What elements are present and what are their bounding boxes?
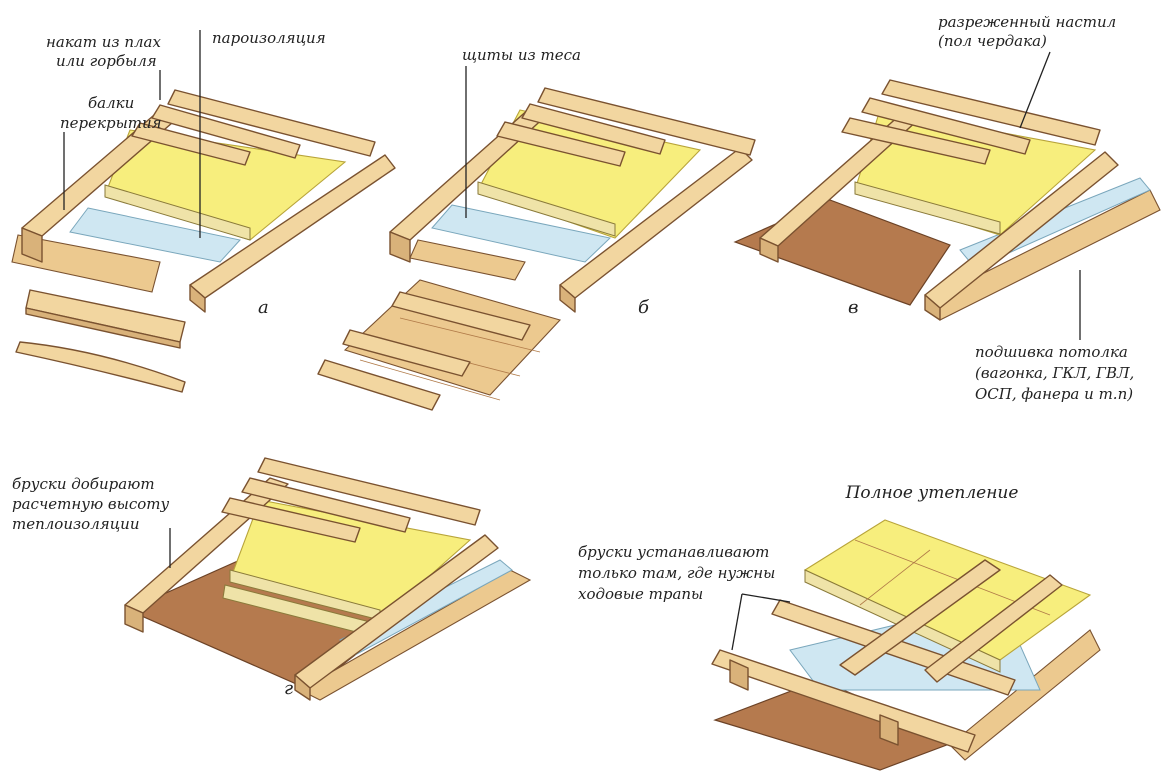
- panel-g: г: [124, 457, 532, 701]
- letter-g: г: [284, 678, 293, 699]
- label-shchity: щиты из теса: [462, 46, 581, 64]
- panel-a: а: [11, 89, 396, 393]
- label-polnoe: Полное утепление: [845, 483, 1019, 503]
- letter-v: в: [848, 297, 858, 318]
- label-nastil-2: (пол чердака): [938, 32, 1047, 50]
- slab-piece: [15, 341, 186, 393]
- panel-b: б: [317, 87, 756, 411]
- label-bruski-ust-2: только там, где нужны: [578, 564, 775, 582]
- label-nastil-1: разреженный настил: [938, 13, 1116, 31]
- label-bruski-dobir-3: теплоизоляции: [12, 515, 140, 533]
- label-podshivka-3: ОСП, фанера и т.п): [975, 385, 1133, 403]
- label-parozol: пароизоляция: [212, 29, 326, 47]
- label-bruski-dobir-2: расчетную высоту: [12, 495, 170, 513]
- label-balki-2: перекрытия: [60, 114, 162, 132]
- panel-v: в: [733, 79, 1161, 321]
- label-balki-1: балки: [88, 94, 134, 112]
- letter-a: а: [258, 297, 269, 318]
- label-bruski-ust-1: бруски устанавливают: [578, 543, 769, 561]
- label-bruski-ust-3: ходовые трапы: [578, 585, 703, 603]
- label-nakat-2: или горбыля: [56, 52, 157, 70]
- label-nakat-1: накат из плах: [46, 33, 161, 51]
- label-podshivka-2: (вагонка, ГКЛ, ГВЛ,: [975, 364, 1134, 382]
- letter-b: б: [638, 297, 650, 318]
- panel-full-insulation: [711, 519, 1101, 771]
- label-bruski-dobir-1: бруски добирают: [12, 475, 155, 493]
- label-podshivka-1: подшивка потолка: [975, 343, 1128, 361]
